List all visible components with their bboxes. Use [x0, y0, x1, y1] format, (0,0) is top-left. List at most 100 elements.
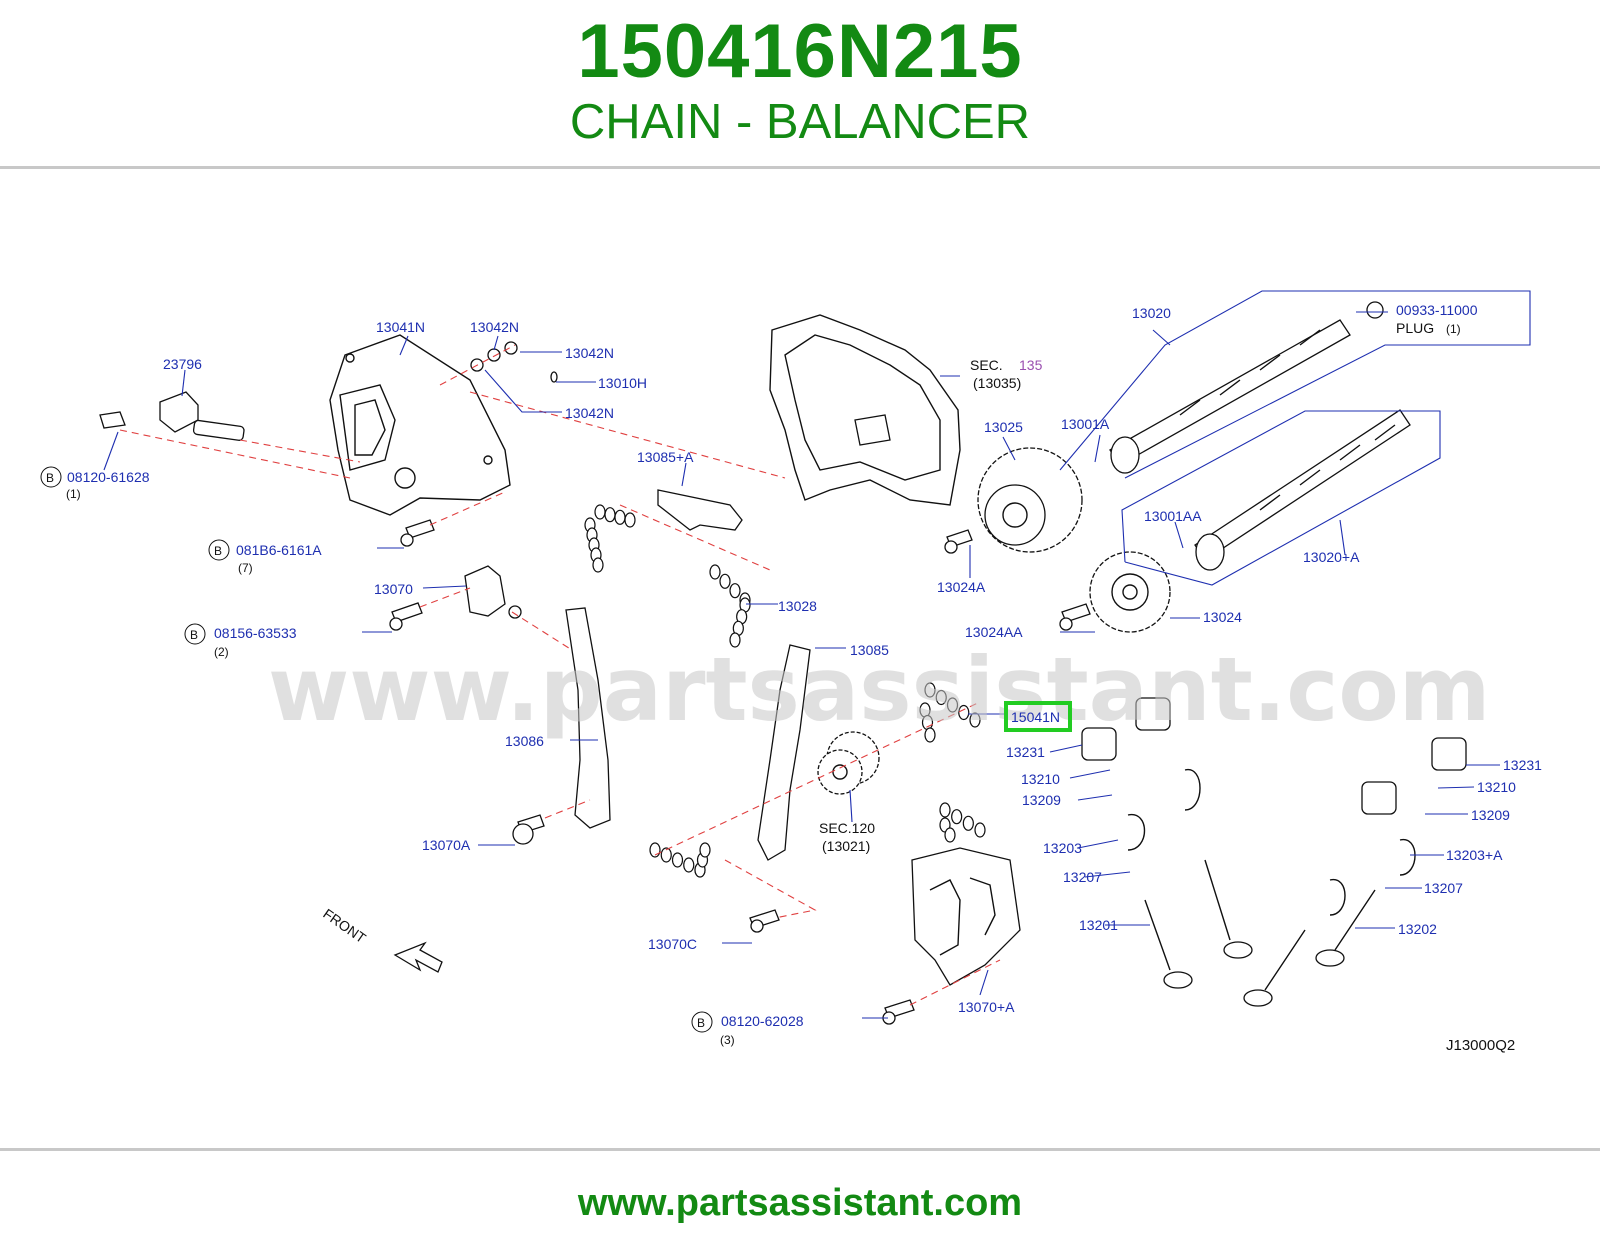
callout-sec135-prefix[interactable]: SEC. [970, 357, 1003, 373]
bolt-marker-letter: B [697, 1016, 705, 1030]
part-name-subtitle: CHAIN - BALANCER [569, 95, 1031, 149]
front-direction-indicator: FRONT [320, 905, 443, 973]
callout-15041N[interactable]: 15041N [1011, 709, 1060, 725]
callout-13070-plus-A[interactable]: 13070+A [958, 999, 1015, 1015]
bolt-drawings [389, 519, 1091, 1025]
callout-13203[interactable]: 13203 [1043, 840, 1082, 856]
callout-13025[interactable]: 13025 [984, 419, 1023, 435]
bolt-marker-1: B [40, 466, 62, 488]
callout-13042N-b[interactable]: 13042N [565, 345, 614, 361]
callout-13070C[interactable]: 13070C [648, 936, 697, 952]
callout-13085-plus-A[interactable]: 13085+A [637, 449, 694, 465]
rear-cover-drawing [769, 314, 961, 506]
bolt-marker-letter: B [214, 544, 222, 558]
callout-13070A[interactable]: 13070A [422, 837, 471, 853]
footer-site-link[interactable]: www.partsassistant.com [577, 1182, 1023, 1224]
callout-13001A[interactable]: 13001A [1061, 416, 1110, 432]
chain-link [969, 712, 981, 728]
chain-link [974, 822, 986, 838]
valve-train-drawing [1081, 697, 1467, 1007]
qty-081B6-6161A: (7) [238, 561, 253, 575]
balancer-unit-drawing [911, 847, 1021, 986]
qty-08120-61628: (1) [66, 487, 81, 501]
tensioner-drawing [464, 565, 522, 619]
crank-sprocket-drawing [817, 731, 880, 795]
vvt-sprocket-drawing [977, 447, 1083, 553]
cam-sensor-drawing [99, 391, 245, 441]
callout-13010H[interactable]: 13010H [598, 375, 647, 391]
qty-plug: (1) [1446, 322, 1461, 336]
callout-13085[interactable]: 13085 [850, 642, 889, 658]
callout-13028[interactable]: 13028 [778, 598, 817, 614]
chain-link [604, 507, 616, 523]
callout-labels: 13041N 13042N 13042N 13010H 13042N 23796… [66, 302, 1542, 1047]
callout-13231-b[interactable]: 13231 [1503, 757, 1542, 773]
qty-08120-62028: (3) [720, 1033, 735, 1047]
timing-chain-drawing [584, 504, 751, 878]
callout-13210-a[interactable]: 13210 [1021, 771, 1060, 787]
callout-08120-62028[interactable]: 08120-62028 [721, 1013, 804, 1029]
callout-13231-a[interactable]: 13231 [1006, 744, 1045, 760]
chain-link [683, 857, 695, 873]
chain-link [671, 852, 684, 868]
front-arrow-icon [393, 941, 443, 973]
chain-link [624, 512, 636, 528]
chain-link [719, 573, 731, 589]
highlighted-part-box [1004, 701, 1072, 732]
callout-13024AA[interactable]: 13024AA [965, 624, 1023, 640]
chain-link [958, 704, 970, 721]
callout-13086[interactable]: 13086 [505, 733, 544, 749]
callout-08120-61628[interactable]: 08120-61628 [67, 469, 150, 485]
callout-sec120[interactable]: SEC.120 [819, 820, 875, 836]
diagram-code: J13000Q2 [1446, 1037, 1515, 1054]
callout-081B6-6161A[interactable]: 081B6-6161A [236, 542, 322, 558]
callout-13203-plus-A[interactable]: 13203+A [1446, 847, 1503, 863]
chain-link [946, 697, 959, 713]
page-header: 150416N215 CHAIN - BALANCER [0, 0, 1600, 168]
cam-sprocket-drawing [1089, 551, 1171, 633]
chain-link [935, 689, 947, 706]
callout-13042N-a[interactable]: 13042N [470, 319, 519, 335]
front-label: FRONT [320, 905, 369, 946]
callout-13207-a[interactable]: 13207 [1063, 869, 1102, 885]
callout-13202[interactable]: 13202 [1398, 921, 1437, 937]
callout-23796[interactable]: 23796 [163, 356, 202, 372]
part-number-title: 150416N215 [577, 9, 1023, 94]
callout-13020-plus-A[interactable]: 13020+A [1303, 549, 1360, 565]
chain-link [939, 802, 951, 818]
front-cover-drawing [329, 334, 511, 516]
callout-00933-11000[interactable]: 00933-11000 [1396, 302, 1478, 318]
assembly-dashed-lines [119, 344, 1001, 1006]
qty-08156-63533: (2) [214, 645, 229, 659]
chain-link [924, 727, 936, 743]
bolt-markers: B B B B [40, 466, 713, 1033]
callout-13070[interactable]: 13070 [374, 581, 413, 597]
chain-link [660, 847, 672, 863]
watermark-text: www.partsassistant.com [268, 638, 1491, 741]
callout-13210-b[interactable]: 13210 [1477, 779, 1516, 795]
callout-13020[interactable]: 13020 [1132, 305, 1171, 321]
callout-plug: PLUG [1396, 320, 1434, 336]
callout-13207-b[interactable]: 13207 [1424, 880, 1463, 896]
callout-13209-b[interactable]: 13209 [1471, 807, 1510, 823]
callout-13201[interactable]: 13201 [1079, 917, 1118, 933]
chain-link [594, 504, 606, 520]
chain-link [592, 557, 604, 573]
balancer-chain-drawing [919, 682, 986, 843]
callout-13042N-c[interactable]: 13042N [565, 405, 614, 421]
bolt-marker-2: B [208, 539, 230, 561]
bolt-marker-4: B [691, 1011, 713, 1033]
chain-link [951, 809, 963, 825]
chain-link [962, 815, 974, 831]
callout-13001AA[interactable]: 13001AA [1144, 508, 1202, 524]
callout-13024[interactable]: 13024 [1203, 609, 1242, 625]
header-divider [0, 166, 1600, 169]
callout-13024A[interactable]: 13024A [937, 579, 986, 595]
callout-13041N[interactable]: 13041N [376, 319, 425, 335]
callout-sec135-number[interactable]: 135 [1019, 357, 1043, 373]
callout-08156-63533[interactable]: 08156-63533 [214, 625, 297, 641]
bolt-marker-3: B [184, 623, 206, 645]
bolt-marker-letter: B [190, 628, 198, 642]
callout-13209-a[interactable]: 13209 [1022, 792, 1061, 808]
